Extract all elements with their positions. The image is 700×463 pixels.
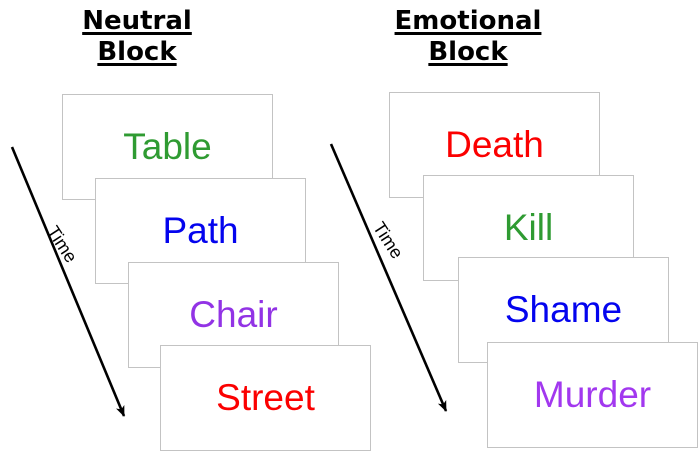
- neutral-block-title-line2: Block: [97, 37, 177, 67]
- emotional-block-title: Emotional Block: [368, 6, 568, 68]
- emotional-card-4: Murder: [487, 342, 698, 448]
- neutral-block-title: Neutral Block: [37, 6, 237, 68]
- emotional-block-title-line1: Emotional: [394, 6, 542, 36]
- neutral-block-title-line1: Neutral: [82, 6, 192, 36]
- neutral-card-4-word: Street: [216, 377, 315, 418]
- neutral-card-4: Street: [160, 345, 371, 451]
- emotional-card-4-word: Murder: [533, 374, 652, 415]
- neutral-card-1-word: Table: [123, 126, 212, 167]
- emotional-card-1-word: Death: [445, 124, 544, 165]
- emotional-card-3-word: Shame: [504, 289, 623, 330]
- time-arrow-emotional: [329, 143, 448, 412]
- neutral-card-2-word: Path: [162, 210, 239, 251]
- neutral-card-3-word: Chair: [189, 294, 278, 335]
- emotional-card-2-word: Kill: [503, 207, 554, 248]
- time-arrow-neutral: [10, 146, 126, 417]
- emotional-block-title-line2: Block: [428, 37, 508, 67]
